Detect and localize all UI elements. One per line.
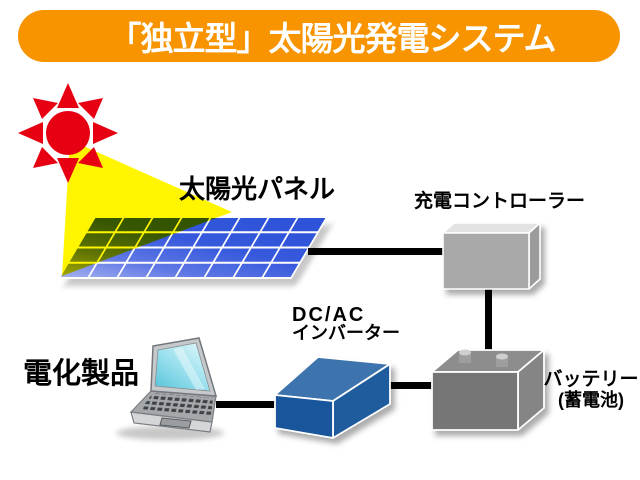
solar-panel-label: 太陽光パネル: [179, 174, 336, 204]
battery-terminals: [459, 349, 508, 367]
title-banner: 「独立型」太陽光発電システム: [18, 10, 620, 62]
controller-top-face: [442, 222, 541, 234]
battery-front-face: [431, 371, 519, 431]
battery-label: バッテリー (蓄電池): [540, 369, 640, 411]
battery-box-icon: [431, 349, 545, 431]
laptop-screen-glare: [173, 347, 205, 390]
laptop-icon: [116, 337, 224, 440]
wire-panel-to-controller: [308, 248, 445, 255]
wire-controller-to-battery: [485, 287, 492, 362]
charge-controller-label: 充電コントローラー: [414, 191, 586, 212]
controller-side-face: [528, 222, 541, 290]
controller-box-icon: [442, 222, 541, 290]
laptop-screen: [154, 342, 211, 392]
inverter-label-line1: DC/AC: [292, 304, 366, 326]
wire-inverter-to-battery: [386, 382, 434, 389]
wires: [216, 248, 492, 408]
page-title: 「独立型」太陽光発電システム: [108, 20, 556, 57]
inverter-label-line2: インバーター: [292, 323, 400, 343]
appliance-label: 電化製品: [23, 358, 140, 390]
laptop-trackpad: [159, 417, 192, 429]
controller-front-face: [442, 232, 530, 290]
inverter-box-icon: [274, 356, 391, 439]
light-beam: [62, 140, 232, 276]
wire-appliance-to-inverter: [216, 401, 277, 408]
sun-icon: [18, 83, 118, 183]
inverter-front-face: [274, 394, 334, 439]
laptop-keyboard: [141, 393, 213, 416]
battery-label-line2: (蓄電池): [558, 390, 624, 410]
battery-label-line1: バッテリー: [543, 369, 639, 390]
inverter-label: DC/AC インバーター: [292, 304, 400, 343]
